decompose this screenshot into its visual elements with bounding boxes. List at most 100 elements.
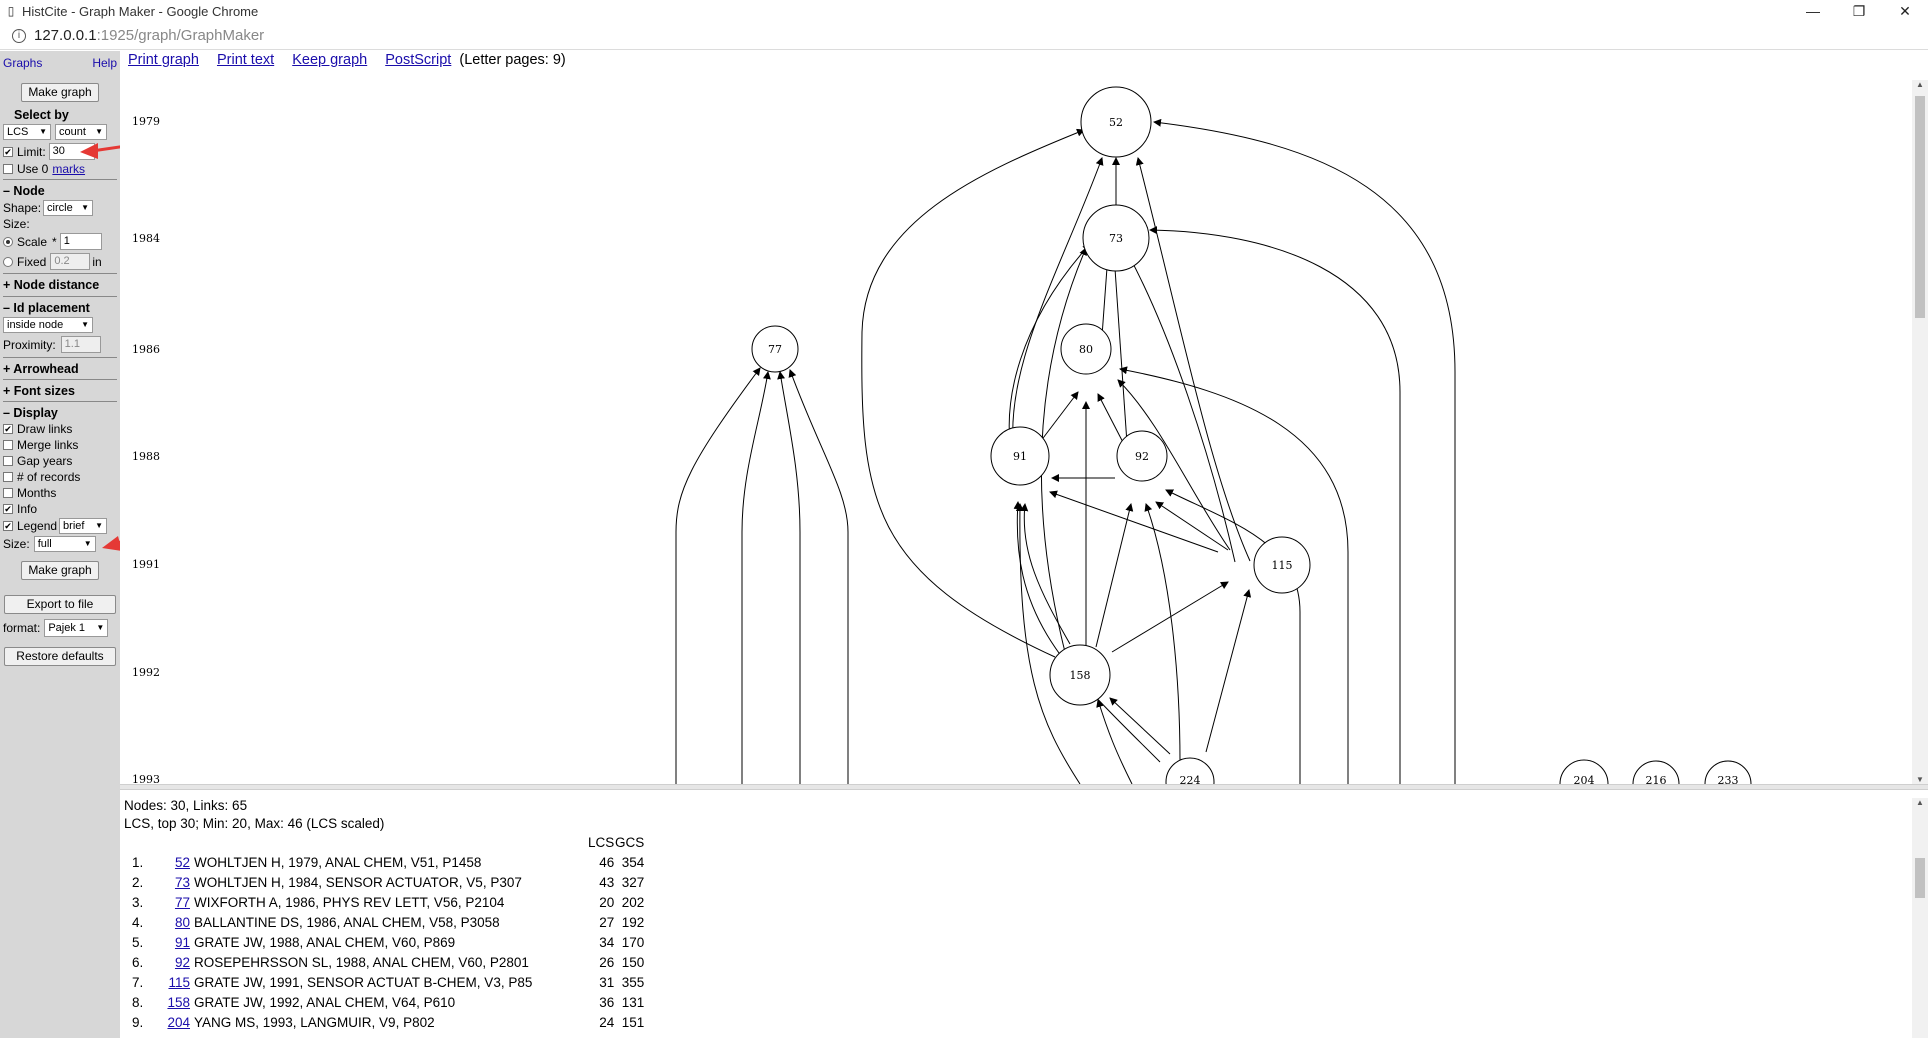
minimize-icon[interactable]: — (1806, 3, 1820, 19)
draw-links-checkbox[interactable]: ✔ (3, 424, 13, 434)
select-by-dropdown[interactable]: LCS▼ (3, 124, 51, 140)
postscript-link[interactable]: PostScript (385, 52, 452, 68)
num-records-checkbox[interactable] (3, 472, 13, 482)
format-dropdown[interactable]: Pajek 1▼ (44, 619, 109, 637)
node-158[interactable]: 158 (1049, 644, 1111, 706)
marks-link[interactable]: marks (52, 162, 86, 176)
info-scrollbar[interactable]: ▲ (1912, 798, 1928, 1038)
year-label: 1984 (132, 232, 160, 245)
node-92[interactable]: 92 (1116, 430, 1168, 482)
node-80[interactable]: 80 (1060, 323, 1112, 375)
node-section-toggle[interactable]: – Node (3, 184, 45, 198)
node-233[interactable]: 233 (1704, 760, 1752, 784)
scrollbar-thumb[interactable] (1915, 858, 1925, 898)
record-gcs: 150 (621, 954, 645, 970)
pane-splitter[interactable] (120, 784, 1928, 790)
limit-label: Limit: (17, 144, 46, 159)
record-id-link[interactable]: 158 (167, 994, 190, 1010)
graph-pane[interactable]: 52 73 77 80 91 92 (120, 72, 1928, 784)
proximity-input[interactable]: 1.1 (60, 336, 101, 353)
arrowhead-section-toggle[interactable]: + Arrowhead (3, 362, 79, 376)
draw-links-label: Draw links (17, 422, 73, 436)
legend-size-dropdown[interactable]: full▼ (33, 536, 96, 552)
display-section-toggle[interactable]: – Display (3, 406, 58, 420)
record-id-link[interactable]: 80 (174, 914, 190, 930)
scale-input[interactable]: 1 (59, 233, 102, 250)
limit-input[interactable]: 30 (48, 143, 95, 160)
node-216[interactable]: 216 (1632, 760, 1680, 784)
use0-checkbox[interactable] (3, 164, 13, 174)
record-lcs: 26 (599, 954, 615, 970)
url-path: :1925/graph/GraphMaker (96, 27, 265, 44)
help-link[interactable]: Help (92, 56, 117, 70)
export-to-file-button[interactable]: Export to file (4, 595, 116, 614)
id-placement-dropdown[interactable]: inside node▼ (3, 317, 93, 333)
graph-scrollbar[interactable]: ▲ ▼ (1912, 80, 1928, 784)
make-graph-bottom-button[interactable]: Make graph (21, 561, 99, 580)
node-52[interactable]: 52 (1080, 86, 1152, 158)
gap-years-label: Gap years (17, 454, 73, 468)
scroll-down-icon[interactable]: ▼ (1916, 775, 1924, 784)
gap-years-checkbox[interactable] (3, 456, 13, 466)
format-value: Pajek 1 (48, 622, 86, 634)
divider (3, 296, 117, 297)
record-id-link[interactable]: 204 (167, 1014, 190, 1030)
legend-checkbox[interactable]: ✔ (3, 521, 13, 531)
node-91[interactable]: 91 (990, 426, 1050, 486)
merge-links-checkbox[interactable] (3, 440, 13, 450)
legend-dropdown[interactable]: brief▼ (59, 518, 108, 534)
node-224[interactable]: 224 (1165, 757, 1215, 784)
info-checkbox[interactable]: ✔ (3, 504, 13, 514)
record-id-link[interactable]: 77 (174, 894, 190, 910)
year-label: 1979 (132, 115, 160, 128)
divider (3, 379, 117, 380)
node-distance-section-toggle[interactable]: + Node distance (3, 278, 100, 292)
fixed-radio[interactable] (3, 256, 13, 267)
restore-defaults-button[interactable]: Restore defaults (4, 647, 116, 666)
record-reference: WOHLTJEN H, 1984, SENSOR ACTUATOR, V5, P… (194, 874, 522, 890)
font-sizes-section-toggle[interactable]: + Font sizes (3, 384, 75, 398)
fixed-input[interactable]: 0.2 (50, 253, 91, 270)
record-id-link[interactable]: 73 (174, 874, 190, 890)
record-id-link[interactable]: 92 (174, 954, 190, 970)
record-id-link[interactable]: 52 (174, 854, 190, 870)
window-titlebar: ▯ HistCite - Graph Maker - Google Chrome… (0, 0, 1928, 22)
divider (3, 357, 117, 358)
node-77[interactable]: 77 (751, 325, 799, 373)
year-label: 1992 (132, 666, 160, 679)
scroll-up-icon[interactable]: ▲ (1916, 798, 1924, 807)
chevron-down-icon: ▼ (95, 127, 103, 136)
record-id-link[interactable]: 91 (174, 934, 190, 950)
graphs-link[interactable]: Graphs (3, 56, 43, 70)
record-id-link[interactable]: 115 (168, 974, 190, 990)
restore-icon[interactable]: ❐ (1852, 3, 1866, 19)
keep-graph-link[interactable]: Keep graph (292, 52, 368, 68)
close-icon[interactable]: ✕ (1899, 3, 1911, 19)
info-icon[interactable]: i (12, 28, 26, 43)
node-label: 204 (1574, 774, 1595, 784)
scroll-up-icon[interactable]: ▲ (1916, 80, 1924, 89)
make-graph-button[interactable]: Make graph (21, 83, 99, 102)
node-label: 158 (1070, 669, 1091, 682)
id-placement-section-toggle[interactable]: – Id placement (3, 301, 90, 315)
record-lcs: 27 (599, 914, 615, 930)
graph-summary: Nodes: 30, Links: 65 (124, 798, 248, 813)
limit-checkbox[interactable]: ✔ (3, 146, 13, 157)
months-checkbox[interactable] (3, 488, 13, 498)
address-bar[interactable]: i 127.0.0.1 :1925/graph/GraphMaker (0, 22, 1928, 50)
record-gcs: 192 (621, 914, 645, 930)
node-73[interactable]: 73 (1082, 204, 1150, 272)
order-dropdown[interactable]: count ▼ (55, 124, 107, 140)
scrollbar-thumb[interactable] (1915, 96, 1925, 318)
print-graph-link[interactable]: Print graph (128, 52, 199, 68)
shape-dropdown[interactable]: circle▼ (43, 200, 94, 216)
node-label: 80 (1079, 343, 1093, 356)
print-text-link[interactable]: Print text (216, 52, 275, 68)
node-115[interactable]: 115 (1253, 536, 1311, 594)
row-number: 2. (132, 874, 144, 890)
order-value: count (59, 126, 86, 138)
scale-radio[interactable] (3, 236, 13, 247)
node-204[interactable]: 204 (1559, 759, 1609, 784)
